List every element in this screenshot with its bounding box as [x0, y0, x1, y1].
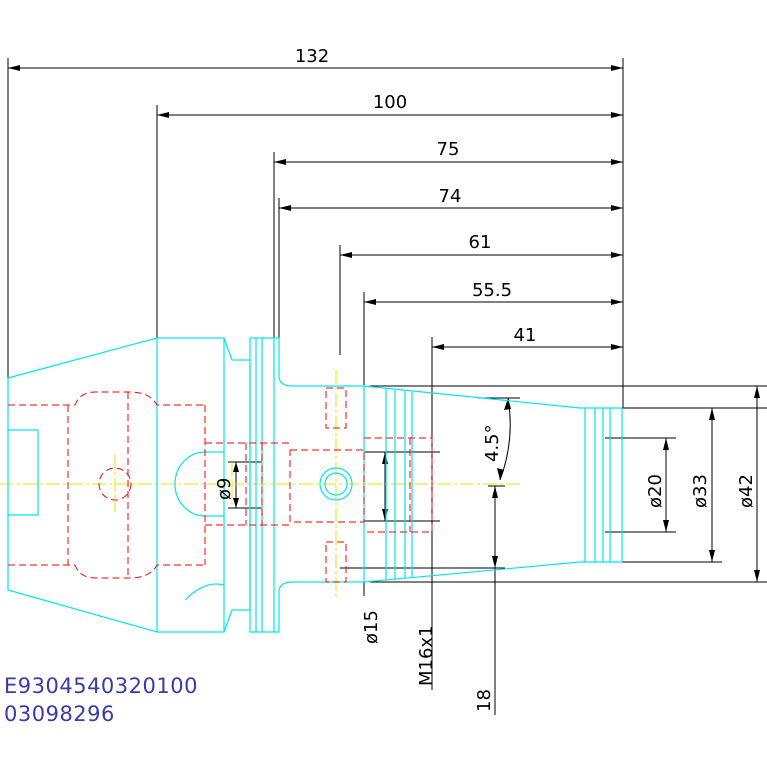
dim-61: 61 [469, 232, 492, 253]
dim-dia-20: ø20 [645, 474, 666, 508]
dim-55-5: 55.5 [472, 280, 512, 301]
dim-74: 74 [439, 186, 462, 207]
dim-angle-4-5: 4.5° [482, 424, 503, 462]
dim-18: 18 [474, 689, 495, 712]
hidden-lines [8, 387, 433, 583]
article-number: E9304540320100 [4, 674, 198, 698]
dim-thread-m16x1: M16x1 [416, 625, 437, 686]
dimension-arrows [8, 65, 760, 582]
dim-75: 75 [437, 139, 460, 160]
order-number: 03098296 [4, 702, 115, 726]
dim-dia-42: ø42 [736, 474, 757, 508]
dim-41: 41 [514, 325, 537, 346]
tool-holder-outline [7, 337, 623, 633]
dim-dia-15: ø15 [361, 610, 382, 644]
centerlines [0, 370, 520, 600]
dim-dia-33: ø33 [690, 474, 711, 508]
dimension-lines [7, 58, 767, 715]
dim-dia-9: ø9 [214, 478, 235, 500]
dim-132: 132 [295, 46, 329, 67]
dim-100: 100 [373, 92, 407, 113]
